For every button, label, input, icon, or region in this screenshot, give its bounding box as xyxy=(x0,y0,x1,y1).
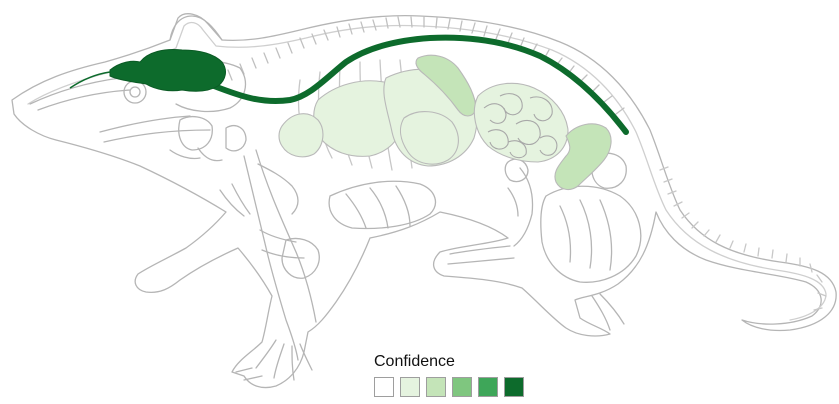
jaw xyxy=(179,117,213,150)
legend-swatch-level-4 xyxy=(478,377,498,397)
eye xyxy=(124,81,146,103)
legend-swatch-level-1 xyxy=(400,377,420,397)
legend-swatch-level-0 xyxy=(374,377,394,397)
tail-vertebrae xyxy=(660,167,826,310)
hind-paw xyxy=(448,246,514,264)
legend-swatch-level-3 xyxy=(452,377,472,397)
front-paw xyxy=(256,340,312,380)
intestine xyxy=(474,83,568,162)
legend-title: Confidence xyxy=(374,353,455,371)
confidence-legend xyxy=(374,377,524,397)
legend-swatch-level-5 xyxy=(504,377,524,397)
front-leg xyxy=(244,156,298,360)
heart xyxy=(279,114,323,157)
legend-swatch-level-2 xyxy=(426,377,446,397)
